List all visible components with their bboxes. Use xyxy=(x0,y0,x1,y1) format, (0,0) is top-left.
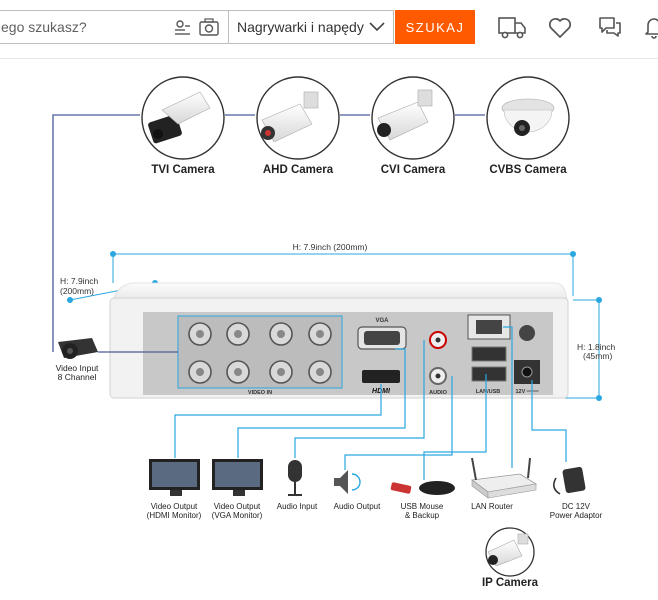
peripheral-label-5b: & Backup xyxy=(405,511,440,520)
image-search-icon[interactable] xyxy=(174,19,192,37)
power-adaptor: DC 12V Power Adaptor xyxy=(550,466,603,520)
audio-label: AUDIO xyxy=(429,390,447,396)
camera-label-cvi: CVI Camera xyxy=(381,164,446,176)
speaker: Audio Output xyxy=(334,470,381,511)
delivery-truck-icon[interactable] xyxy=(497,15,527,41)
camera-label-ahd: AHD Camera xyxy=(263,164,334,176)
bnc-connectors xyxy=(188,322,332,384)
vga-monitor: Video Output (VGA Monitor) xyxy=(212,459,263,520)
peripheral-label-5: USB Mouse xyxy=(401,502,444,511)
peripheral-lines xyxy=(174,326,567,480)
peripheral-label-7b: Power Adaptor xyxy=(550,511,603,520)
top-bar: Nagrywarki i napędy SZUKAJ xyxy=(0,0,658,59)
video-in-label: VIDEO IN xyxy=(248,390,272,396)
heart-icon[interactable] xyxy=(548,17,572,39)
depth-dim-label-2: (200mm) xyxy=(60,286,94,296)
video-input-camera: Video Input 8 Channel xyxy=(56,338,178,382)
microphone: Audio Input xyxy=(277,460,318,511)
cvbs-camera: CVBS Camera xyxy=(486,76,570,176)
lan-usb-label: LAN/USB xyxy=(476,389,500,395)
ip-camera: IP Camera xyxy=(482,527,539,589)
usb-mouse: USB Mouse & Backup xyxy=(390,481,455,520)
peripheral-label-1: Video Output xyxy=(151,502,198,511)
dvr-recorder: VIDEO IN VGA HDMI AUDIO LAN/USB 12V ═══ xyxy=(109,282,569,399)
video-input-label-1: Video Input xyxy=(56,363,99,373)
peripheral-label-1b: (HDMI Monitor) xyxy=(147,511,202,520)
height-dim-label-1: H: 1.8inch xyxy=(577,342,616,352)
video-input-line xyxy=(52,114,140,352)
power-label: 12V ═══ xyxy=(515,389,538,395)
search-input[interactable] xyxy=(0,11,169,43)
width-dim-label: H: 7.9inch (200mm) xyxy=(293,242,368,252)
peripheral-label-6: LAN Router xyxy=(471,502,513,511)
vga-label: VGA xyxy=(375,318,389,324)
camera-label-tvi: TVI Camera xyxy=(151,164,215,176)
height-dim-label-2: (45mm) xyxy=(583,351,612,361)
messages-icon[interactable] xyxy=(598,16,622,38)
ahd-camera: AHD Camera xyxy=(256,76,340,176)
product-connection-diagram: TVI Camera AHD Camera CVI Camera CVBS Ca… xyxy=(52,76,616,589)
cvi-camera: CVI Camera xyxy=(371,76,455,176)
depth-dim-label-1: H: 7.9inch xyxy=(60,276,99,286)
lan-router: LAN Router xyxy=(470,457,538,511)
camera-label-cvbs: CVBS Camera xyxy=(489,164,567,176)
camera-icon[interactable] xyxy=(199,18,219,36)
search-button[interactable]: SZUKAJ xyxy=(395,10,475,44)
category-select-value: Nagrywarki i napędy xyxy=(237,19,364,35)
peripheral-label-7: DC 12V xyxy=(562,502,591,511)
peripheral-label-4: Audio Output xyxy=(334,502,381,511)
height-dimension: H: 1.8inch (45mm) xyxy=(565,297,616,401)
hdmi-monitor: Video Output (HDMI Monitor) xyxy=(147,459,202,520)
search-box[interactable] xyxy=(0,10,228,44)
peripheral-label-2b: (VGA Monitor) xyxy=(212,511,263,520)
peripheral-label-2: Video Output xyxy=(214,502,261,511)
bell-icon[interactable] xyxy=(644,15,658,39)
peripheral-label-3: Audio Input xyxy=(277,502,318,511)
video-input-label-2: 8 Channel xyxy=(58,372,97,382)
tvi-camera: TVI Camera xyxy=(141,76,225,176)
ip-camera-label: IP Camera xyxy=(482,577,539,589)
chevron-down-icon xyxy=(369,22,385,32)
category-select[interactable]: Nagrywarki i napędy xyxy=(228,10,394,44)
width-dimension: H: 7.9inch (200mm) xyxy=(110,242,576,296)
